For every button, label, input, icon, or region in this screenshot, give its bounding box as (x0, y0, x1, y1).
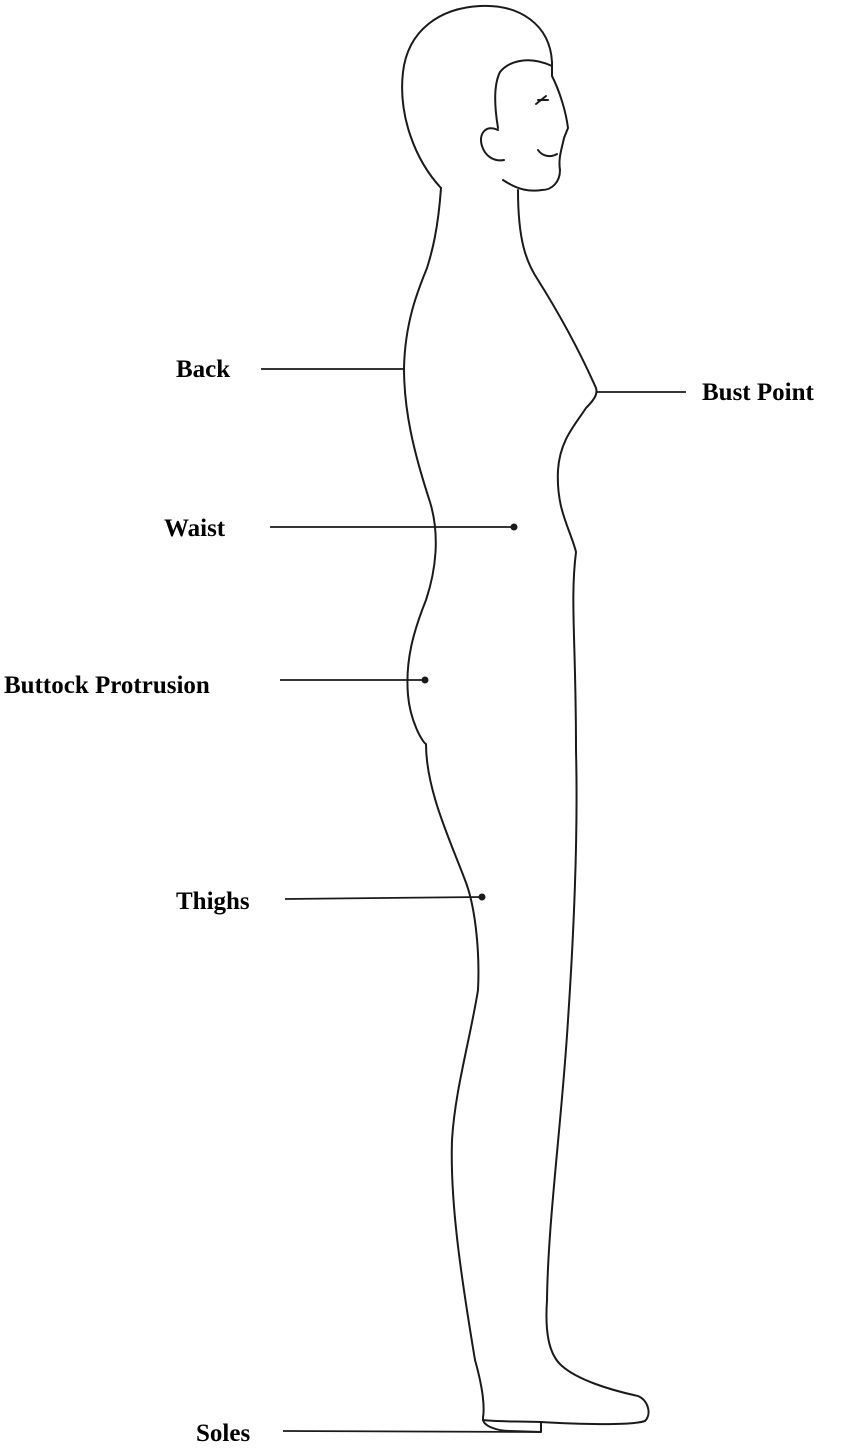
label-back: Back (176, 356, 230, 383)
leader-lines (261, 369, 686, 1432)
body-outline (404, 188, 649, 1432)
label-soles: Soles (196, 1420, 250, 1447)
ear (481, 128, 504, 160)
thighs-leader (285, 897, 482, 899)
soles-leader (283, 1431, 541, 1432)
hairline (495, 60, 552, 128)
label-waist: Waist (164, 515, 226, 542)
label-buttock-protrusion: Buttock Protrusion (4, 672, 210, 699)
buttock-protrusion-marker (422, 677, 429, 684)
thighs-marker (479, 894, 486, 901)
label-thighs: Thighs (176, 888, 250, 915)
waist-marker (511, 524, 518, 531)
eye-icon (536, 96, 548, 104)
mouth (538, 150, 557, 156)
label-bust-point: Bust Point (702, 379, 815, 406)
labels: Back Bust Point Waist Buttock Protrusion… (4, 356, 815, 1447)
sole-line (483, 1420, 541, 1422)
head-figure (402, 6, 568, 191)
